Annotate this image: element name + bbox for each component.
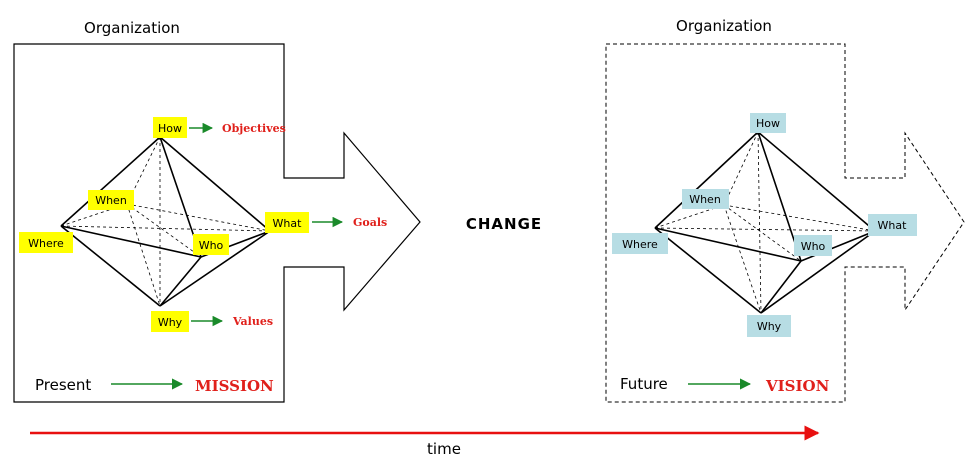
future-caption: Future [620, 375, 668, 393]
svg-text:What: What [878, 219, 908, 232]
present-output-goals: Goals [353, 216, 387, 229]
change-label: CHANGE [466, 215, 542, 233]
future-frame-arrow [605, 43, 965, 403]
present-label-how: How [153, 117, 187, 138]
svg-text:When: When [689, 193, 721, 206]
present-frame-arrow [13, 43, 421, 403]
present-caption: Present [35, 376, 91, 394]
future-label-who: Who [794, 235, 832, 256]
svg-text:Who: Who [199, 239, 224, 252]
svg-text:Where: Where [622, 238, 658, 251]
future-octahedron [654, 131, 876, 314]
future-label-what: What [868, 214, 917, 236]
present-output-values: Values [232, 315, 273, 328]
svg-text:When: When [95, 194, 127, 207]
future-organization: Organization How [605, 17, 965, 403]
future-title: Organization [676, 17, 772, 35]
present-label-where: Where [19, 232, 73, 253]
svg-text:How: How [756, 117, 780, 130]
svg-text:Who: Who [801, 240, 826, 253]
svg-text:Why: Why [757, 320, 782, 333]
future-label-when: When [682, 189, 729, 209]
future-result-vision: VISION [765, 377, 830, 395]
present-label-when: When [88, 190, 134, 210]
present-title: Organization [84, 19, 180, 37]
svg-text:Where: Where [28, 237, 64, 250]
future-label-why: Why [747, 315, 791, 337]
svg-text:What: What [273, 217, 303, 230]
present-output-objectives: Objectives [222, 122, 286, 135]
present-label-why: Why [151, 311, 189, 332]
present-result-mission: MISSION [195, 377, 274, 395]
present-octahedron [60, 136, 271, 307]
future-label-where: Where [612, 233, 668, 254]
future-label-how: How [750, 113, 786, 133]
svg-text:How: How [158, 122, 182, 135]
present-label-what: What [265, 212, 309, 233]
present-label-who: Who [193, 234, 229, 255]
svg-text:Why: Why [158, 316, 183, 329]
timeline-label: time [427, 440, 461, 458]
present-organization: Organization [13, 19, 421, 403]
